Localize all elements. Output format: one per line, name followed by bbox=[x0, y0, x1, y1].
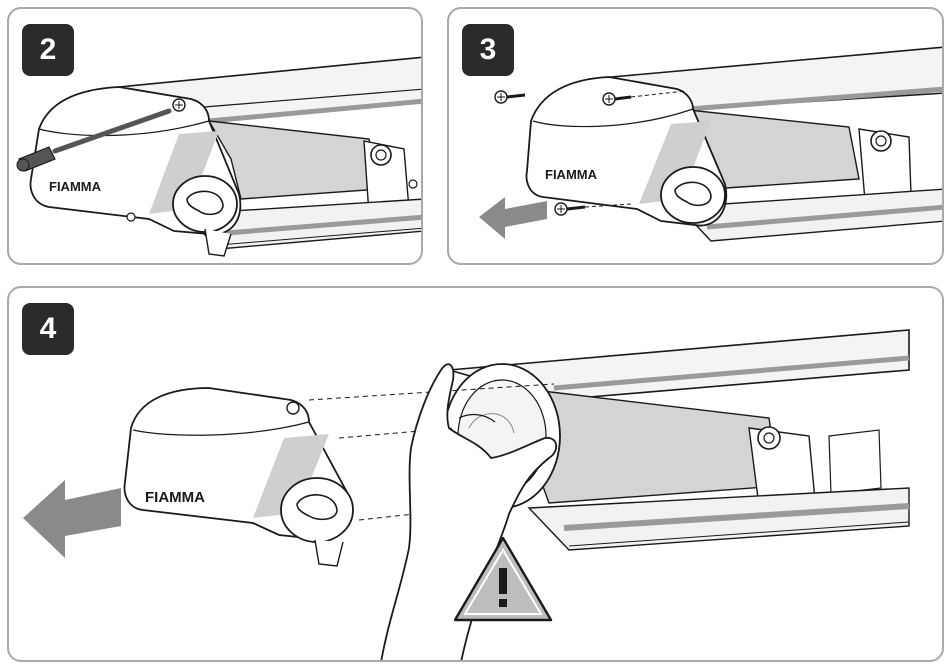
warning-triangle-icon bbox=[453, 536, 553, 622]
awning-end-cap-illustration: FIAMMA bbox=[479, 46, 942, 242]
step-3-panel: 3 bbox=[447, 7, 944, 265]
screwdriver-icon bbox=[16, 108, 172, 172]
screw-icon bbox=[494, 90, 526, 104]
step-number-badge: 3 bbox=[462, 24, 514, 76]
awning-end-cap-illustration: FIAMMA bbox=[16, 56, 421, 257]
step-2-panel: 2 FIAMMA bbox=[7, 7, 423, 265]
awning-end-cap-removal-illustration: FIAMMA bbox=[23, 329, 910, 660]
brand-logo: FIAMMA bbox=[49, 179, 102, 194]
step-number-badge: 4 bbox=[22, 303, 74, 355]
hand-icon bbox=[380, 363, 558, 660]
arrow-left-icon bbox=[479, 197, 547, 239]
step-number-badge: 2 bbox=[22, 24, 74, 76]
step-4-panel: 4 FIAMMA bbox=[7, 286, 944, 662]
brand-logo: FIAMMA bbox=[145, 489, 205, 506]
screw-icon bbox=[554, 202, 586, 216]
arrow-left-icon bbox=[23, 480, 121, 558]
screw-icon bbox=[602, 92, 632, 106]
brand-logo: FIAMMA bbox=[545, 167, 598, 182]
